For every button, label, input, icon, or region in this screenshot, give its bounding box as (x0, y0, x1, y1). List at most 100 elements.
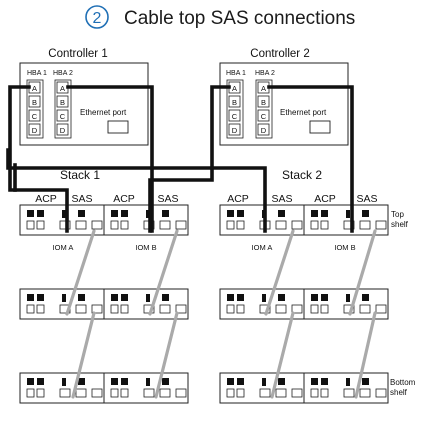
controller-2-label: Controller 2 (250, 48, 309, 60)
sas-cables (8, 85, 354, 233)
controller-1-hba2-card: A B C D (54, 79, 72, 139)
controller-1-hba2-frame (54, 79, 72, 139)
sas-port (175, 220, 187, 230)
sas-port-indicator (62, 378, 66, 386)
acp-port (110, 304, 119, 314)
shelf-cable (348, 229, 377, 316)
stack-2-label: Stack 2 (282, 168, 322, 182)
acp-port (36, 388, 45, 398)
sas-port (59, 220, 71, 230)
iom-module (219, 372, 305, 404)
sas-port (291, 388, 303, 398)
sas-port-indicator (146, 294, 150, 302)
stack-1-iom-a-label: IOM A (53, 243, 74, 252)
acp-port-filled (321, 378, 328, 385)
controller-1-label: Controller 1 (48, 48, 107, 60)
stack-2-iom-a-label: IOM A (252, 243, 273, 252)
stack-1-iom-b-label: IOM B (135, 243, 156, 252)
acp-port-filled (121, 378, 128, 385)
sas-cable-ctrl2-hba1-a (148, 85, 231, 233)
acp-port (236, 304, 245, 314)
port-label: D (232, 126, 238, 135)
sas-port-indicator (346, 378, 350, 386)
controller-2-hba2-label: HBA 2 (255, 70, 275, 77)
port-label: A (60, 84, 65, 93)
shelf-cable (148, 229, 179, 316)
sas-port-indicator (78, 210, 85, 217)
sas-port (375, 220, 387, 230)
acp-port (226, 388, 235, 398)
sas-port (91, 388, 103, 398)
hba-port (56, 109, 69, 122)
sas-port (359, 388, 371, 398)
controller-2-ethernet-label: Ethernet port (280, 108, 327, 117)
disk-shelves (19, 204, 389, 404)
hba-port (56, 95, 69, 108)
port-label: B (232, 98, 237, 107)
sas-port-indicator (278, 378, 285, 385)
sas-port (159, 304, 171, 314)
hba-port (228, 123, 241, 136)
sas-port (159, 220, 171, 230)
acp-port (310, 304, 319, 314)
step-number: 2 (93, 10, 102, 27)
sas-port (159, 388, 171, 398)
acp-port-filled (111, 294, 118, 301)
acp-port-filled (227, 294, 234, 301)
iom-module (19, 288, 105, 320)
acp-port (26, 388, 35, 398)
acp-port (310, 220, 319, 230)
sas-port (75, 388, 87, 398)
sas-port-indicator (362, 294, 369, 301)
sas-port (291, 220, 303, 230)
controller-1: Controller 1 HBA 1 HBA 2 A B C D A B C D… (19, 48, 149, 146)
shelf-cable (354, 311, 377, 399)
hba-port (257, 95, 270, 108)
step-header: 2 Cable top SAS connections (85, 5, 355, 29)
sas-port (143, 388, 155, 398)
controller-1-ethernet-label: Ethernet port (80, 108, 127, 117)
acp-port-filled (321, 210, 328, 217)
sas-port (91, 304, 103, 314)
shelf-interconnect-cables (65, 229, 377, 399)
sas-port (91, 220, 103, 230)
sas-port-indicator (78, 294, 85, 301)
acp-port (110, 220, 119, 230)
sas-port-indicator (262, 294, 266, 302)
acp-port (36, 304, 45, 314)
controller-2-hba2-card: A B C D (255, 79, 273, 139)
stack-1-label: Stack 1 (60, 168, 100, 182)
acp-port (310, 388, 319, 398)
step-title: Cable top SAS connections (124, 8, 355, 29)
sas-port (175, 304, 187, 314)
port-label: C (60, 112, 66, 121)
top-shelf-label-line2: shelf (391, 220, 409, 229)
bottom-shelf-label-line2: shelf (390, 388, 408, 397)
port-label: B (32, 98, 37, 107)
hba-port (28, 95, 41, 108)
stack-2-sas-header: SAS (271, 193, 292, 205)
acp-port-filled (27, 210, 34, 217)
stack-2-sas-header: SAS (356, 193, 377, 205)
controller-2-ethernet-port (309, 120, 331, 134)
sas-port (359, 220, 371, 230)
iom-module (19, 372, 105, 404)
acp-port (320, 388, 329, 398)
stack-2-acp-header: ACP (227, 193, 249, 205)
stack-2-acp-header: ACP (314, 193, 336, 205)
iom-module (103, 204, 189, 236)
hba-port (56, 123, 69, 136)
acp-port-filled (121, 294, 128, 301)
sas-cable-ctrl1-to-stack2 (6, 148, 267, 233)
acp-port (26, 220, 35, 230)
sas-port (75, 220, 87, 230)
sas-port (75, 304, 87, 314)
port-label: C (32, 112, 38, 121)
sas-port (375, 304, 387, 314)
sas-cable-ctrl1-hba2-a (66, 85, 154, 233)
sas-port (275, 304, 287, 314)
hba-port (28, 123, 41, 136)
stack-1-acp-header: ACP (35, 193, 57, 205)
port-label: A (261, 84, 266, 93)
